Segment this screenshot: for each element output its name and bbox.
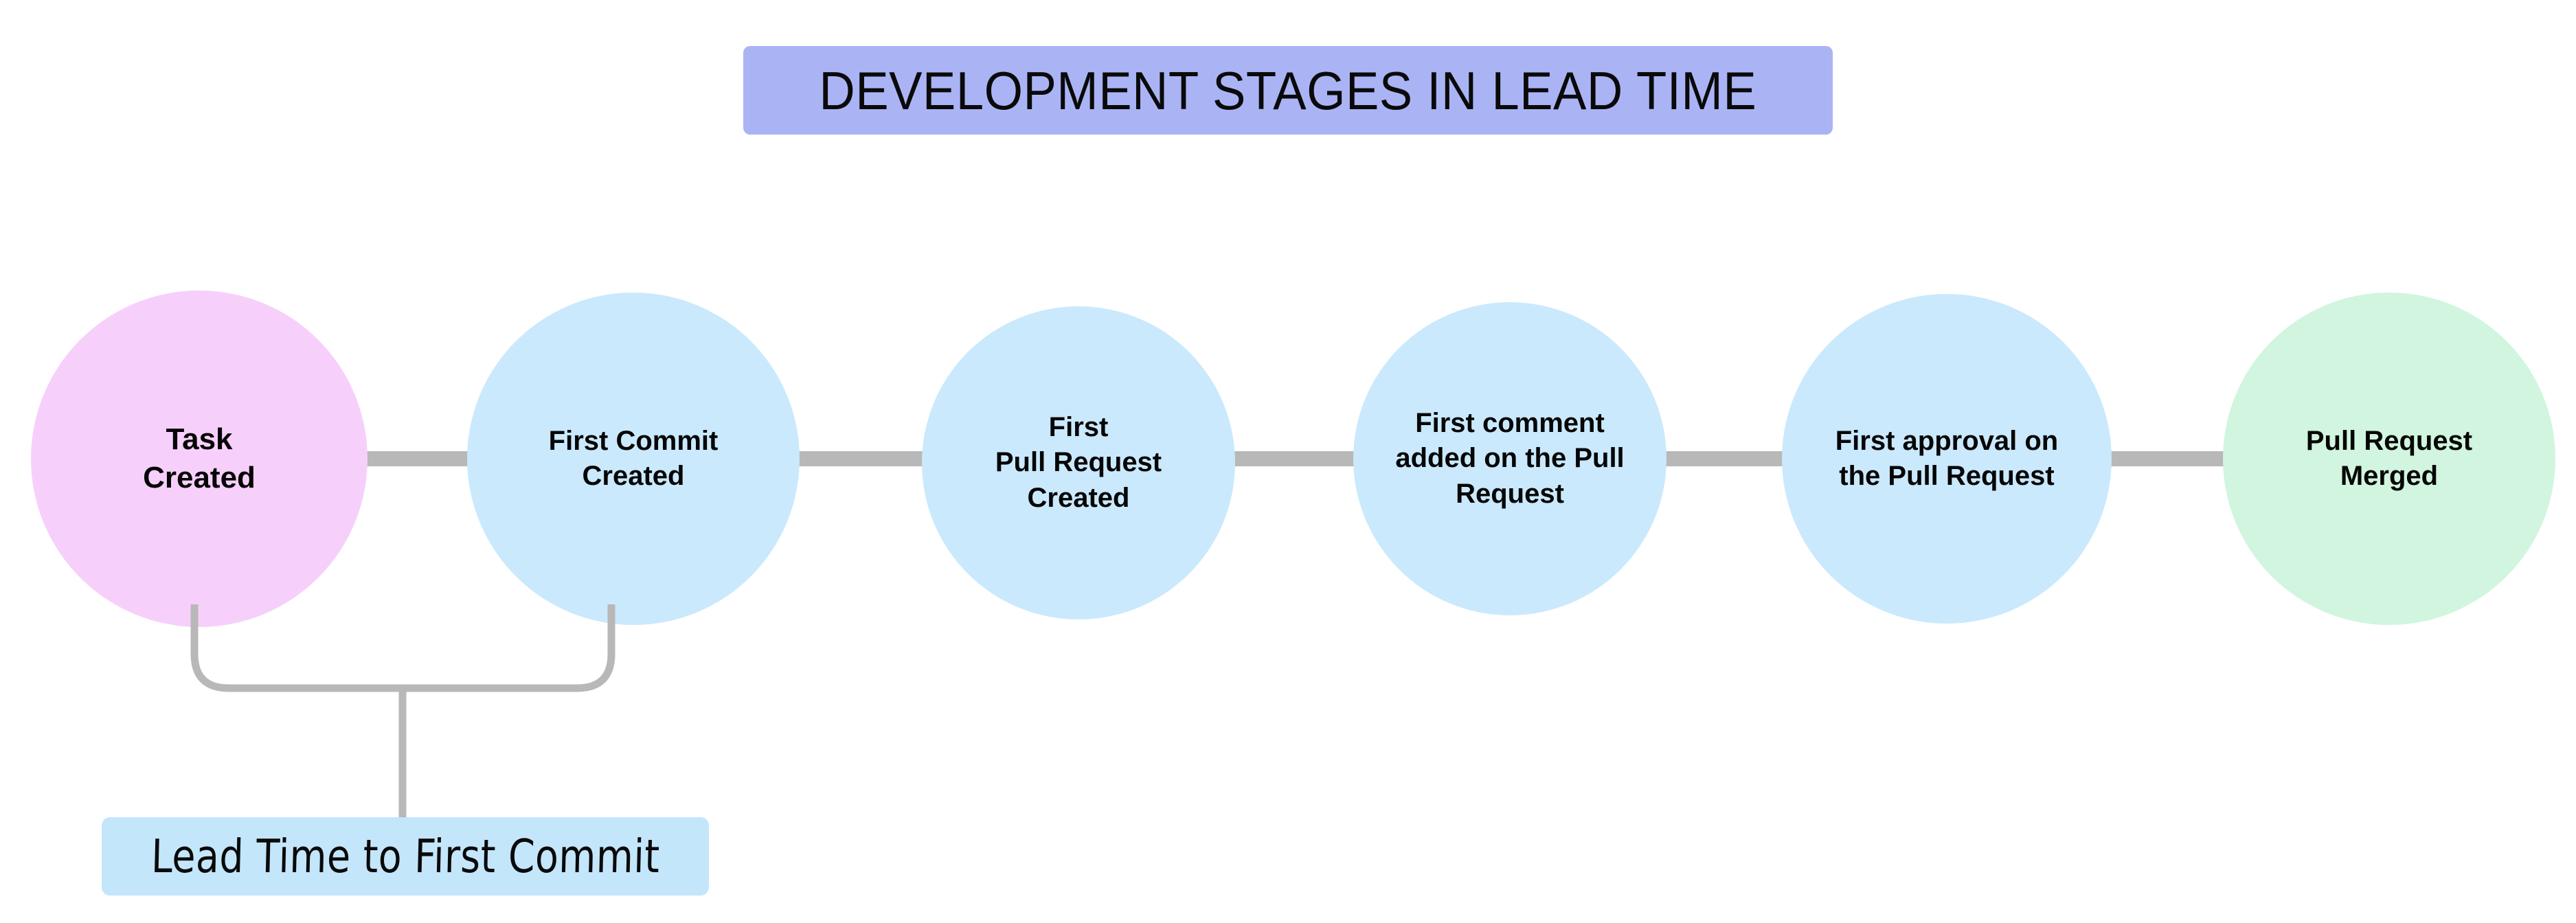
stage-label-first-commit-created: First Commit Created	[548, 425, 719, 491]
stage-node-first-commit-created[interactable]: First Commit Created	[467, 293, 800, 625]
stage-label-first-comment-on-pull-request: First comment added on the Pull Request	[1395, 408, 1625, 509]
connector-line-5-6	[2102, 451, 2230, 466]
stage-label-task-created: Task Created	[143, 422, 256, 494]
stage-node-first-pull-request-created[interactable]: First Pull Request Created	[922, 306, 1235, 619]
annotation-chip-label: Lead Time to First Commit	[150, 829, 661, 883]
page-title: DEVELOPMENT STAGES IN LEAD TIME	[819, 60, 1757, 121]
stage-label-first-approval-on-pull-request: First approval on the Pull Request	[1835, 425, 2059, 491]
stage-label-first-pull-request-created: First Pull Request Created	[995, 412, 1162, 513]
stage-node-first-approval-on-pull-request[interactable]: First approval on the Pull Request	[1782, 294, 2112, 624]
stage-node-task-created[interactable]: Task Created	[31, 290, 368, 627]
connector-line-4-5	[1661, 451, 1792, 466]
annotation-chip-lead-time-to-first-commit[interactable]: Lead Time to First Commit	[102, 817, 709, 896]
connector-line-3-4	[1230, 451, 1360, 466]
connector-line-1-2	[360, 451, 477, 466]
connector-line-2-3	[795, 451, 926, 466]
stage-node-first-comment-on-pull-request[interactable]: First comment added on the Pull Request	[1353, 302, 1667, 615]
stage-node-pull-request-merged[interactable]: Pull Request Merged	[2223, 293, 2555, 625]
diagram-title-banner: DEVELOPMENT STAGES IN LEAD TIME	[743, 46, 1833, 135]
stage-label-pull-request-merged: Pull Request Merged	[2305, 425, 2473, 491]
lead-time-bracket	[190, 604, 615, 819]
